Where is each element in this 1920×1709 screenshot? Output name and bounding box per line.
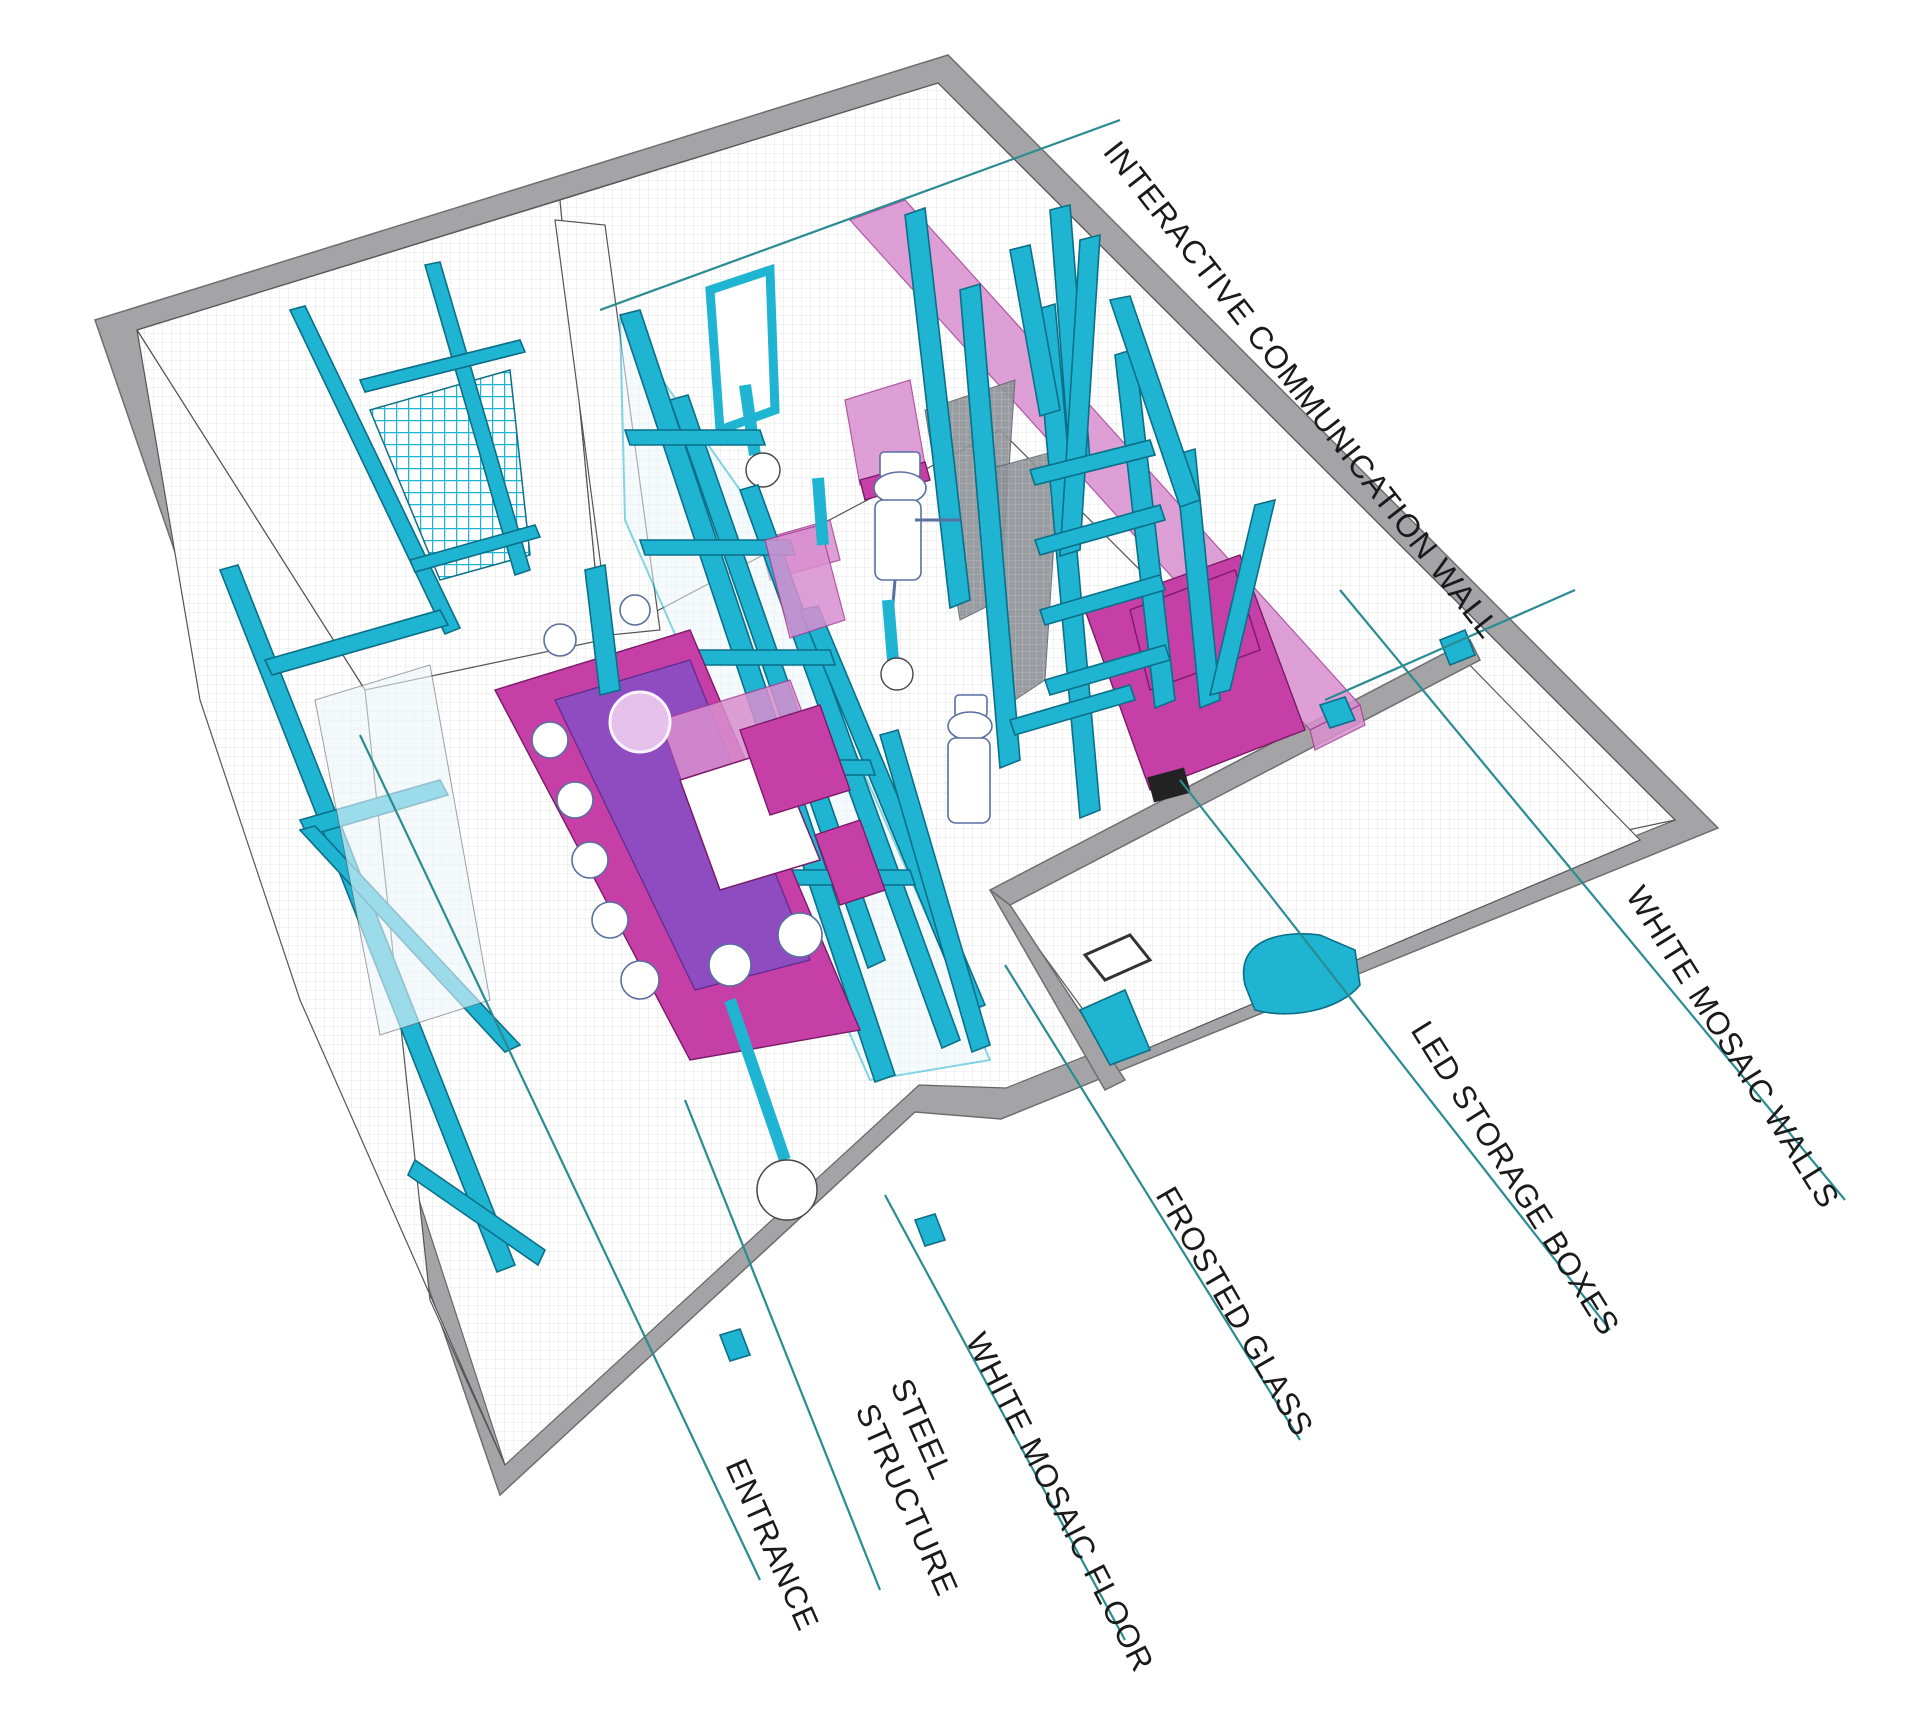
mirror [1082,933,1153,982]
people-figures [531,451,993,1000]
mesh-window-panel [288,261,542,636]
leader-steel-structure [683,1099,882,1591]
screen-display [1147,767,1191,803]
label-led-storage-boxes: LED STORAGE BOXES [1404,1015,1627,1342]
person-standing-chef-2 [947,694,993,824]
person-standing-chef-1 [873,451,960,641]
leader-interactive-wall [599,118,1121,312]
label-entrance: ENTRANCE [719,1453,827,1636]
leader-white-mosaic-floor [884,1194,1126,1641]
leader-lines [359,118,1846,1641]
steel-structure-frames [904,203,1277,820]
toilet-fixture [1242,933,1361,1015]
label-white-mosaic-floor: WHITE MOSAIC FLOOR [959,1327,1161,1678]
leader-entrance [359,734,761,1581]
label-white-mosaic-walls: WHITE MOSAIC WALLS [1619,880,1847,1215]
sink-fixture [1078,988,1152,1066]
leader-led-storage [1179,779,1611,1331]
leader-white-mosaic-walls [1339,589,1846,1201]
bathroom-fixtures [1078,933,1361,1066]
left-wall-steel-frames [218,564,547,1274]
leader-interactive-wall-2 [1324,588,1576,702]
glowing-light-orb [608,690,672,754]
leader-frosted-glass [1004,964,1301,1441]
label-frosted-glass: FROSTED GLASS [1149,1181,1321,1443]
seated-people [531,594,823,1000]
pendant-lamps [584,477,1477,1362]
